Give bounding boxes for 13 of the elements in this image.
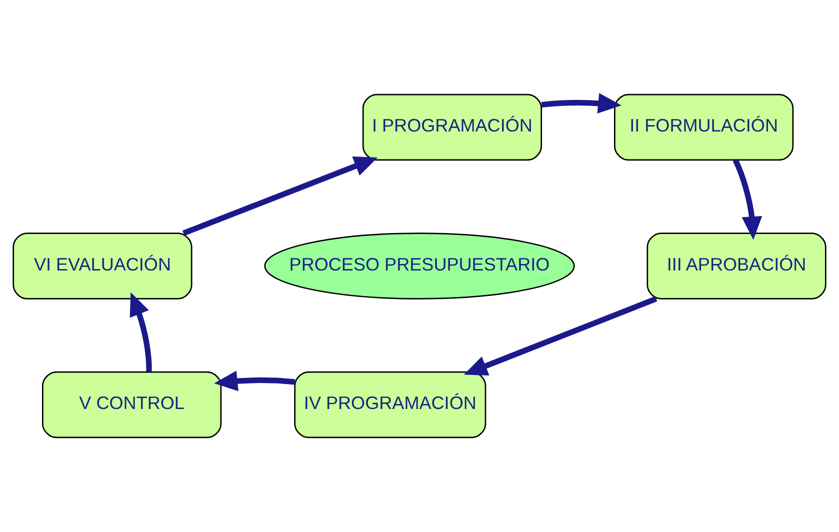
node-box: VI EVALUACIÓN [12, 232, 192, 300]
arrow [541, 93, 622, 114]
node-box: V CONTROL [42, 371, 222, 438]
node-ellipse: PROCESO PRESUPUESTARIO [264, 232, 575, 300]
node-box: I PROGRAMACIÓN [362, 94, 542, 161]
arrow [732, 158, 762, 240]
node-box: IV PROGRAMACIÓN [294, 371, 486, 438]
arrow [130, 292, 152, 372]
arrow [464, 296, 658, 376]
node-box: II FORMULACIÓN [614, 94, 794, 161]
arrow [182, 156, 378, 236]
arrow [214, 370, 296, 392]
node-box: III APROBACIÓN [646, 232, 826, 300]
